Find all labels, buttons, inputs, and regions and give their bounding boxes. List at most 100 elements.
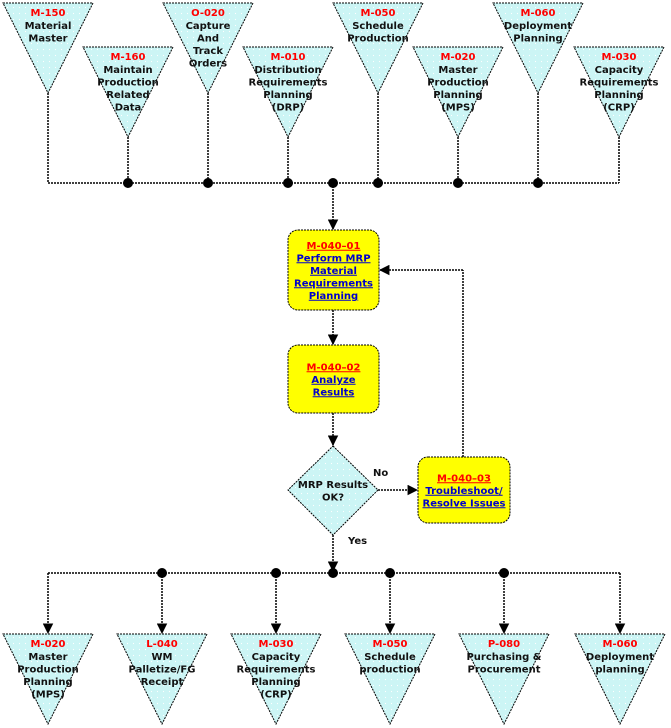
activity-code: M-030 [602,52,637,63]
activity-label-line: Orders [189,59,227,70]
step-title-link[interactable]: Requirements [294,278,373,289]
triangle-shape [162,2,254,95]
activity-code: P-080 [488,639,520,650]
activity-label-line: Requirements [237,665,316,676]
activity-label-line: (MPS) [31,690,65,701]
activity-label-line: Capture [186,21,231,32]
triangle-shape [344,633,436,726]
activity-code: M-050 [361,8,396,19]
step-title-link[interactable]: Resolve Issues [423,498,506,509]
activity-label-line: Deployment [586,652,654,663]
activity-code: M-010 [271,52,306,63]
step-title-link[interactable]: Results [313,387,355,398]
activity-label-line: Planning [23,677,72,688]
activity-code: M-020 [31,639,66,650]
step-box [417,456,511,524]
activity-label-line: Planning [594,90,643,101]
activity-label-line: Capacity [595,65,644,76]
triangle-shape [82,46,174,139]
triangle-shape [116,633,208,726]
activity-label-line: Requirements [580,78,659,89]
triangle-shape [332,2,424,95]
activity-label-line: Planning [251,677,300,688]
step-title-link[interactable]: Troubleshoot/ [425,486,503,497]
step-code-link[interactable]: M-040–01 [307,241,361,252]
decision-label: MRP Results [298,480,368,491]
step-title-link[interactable]: Perform MRP [296,253,370,264]
activity-label-line: (MPS) [441,103,475,114]
activity-label-line: Data [115,103,142,114]
triangle-shape [412,46,504,139]
activity-label-line: Capacity [252,652,301,663]
step-code-link[interactable]: M-040–03 [437,473,491,484]
activity-label-line: (CRP) [603,103,635,114]
step-title-link[interactable]: Planning [309,291,358,302]
junction-dot [123,178,133,188]
activity-code: M-150 [31,8,66,19]
triangle-shape [492,2,584,95]
activity-label-line: Track [193,46,223,57]
activity-label-line: Master [438,65,477,76]
input-m-010[interactable]: M-010DistributionRequirementsPlanning(DR… [242,46,334,139]
triangle-shape [230,633,322,726]
activity-label-line: (DRP) [272,103,304,114]
activity-label-line: Procurement [468,665,541,676]
step-title-link[interactable]: Material [310,266,357,277]
junction-dot [328,568,338,578]
activity-code: L-040 [146,639,177,650]
activity-label-line: Purchasing & [466,652,541,663]
step-title-link[interactable]: Analyze [311,375,355,386]
step-box [287,344,380,414]
junction-dot [373,178,383,188]
step-code-link[interactable]: M-040–02 [307,362,361,373]
triangle-shape [2,2,94,95]
activity-label-line: Related [106,90,149,101]
activity-label-line: Schedule [352,21,404,32]
activity-code: M-160 [111,52,146,63]
decision-label: OK? [322,493,344,504]
activity-code: M-020 [441,52,476,63]
step-box [287,229,380,311]
activity-label-line: And [197,34,219,45]
junction-dot [283,178,293,188]
triangle-shape [242,46,334,139]
connectors [42,93,626,635]
activity-label-line: Master [28,652,67,663]
activity-label-line: Requirements [249,78,328,89]
output-triangles: M-020MasterProductionPlanning(MPS)L-040W… [2,633,666,726]
activity-code: O-020 [191,8,225,19]
no-branch-label: No [373,468,388,479]
activity-label-line: WM [152,652,173,663]
activity-code: M-060 [521,8,556,19]
triangle-shape [574,633,666,726]
activity-label-line: Production [427,78,489,89]
activity-label-line: Material [25,21,72,32]
activity-label-line: Maintain [103,65,152,76]
activity-label-line: Deployment [504,21,572,32]
activity-label-line: Planning [263,90,312,101]
activity-label-line: Production [347,34,409,45]
junction-dot [453,178,463,188]
triangle-shape [2,633,94,726]
activity-label-line: Schedule [364,652,416,663]
triangle-shape [573,46,665,139]
